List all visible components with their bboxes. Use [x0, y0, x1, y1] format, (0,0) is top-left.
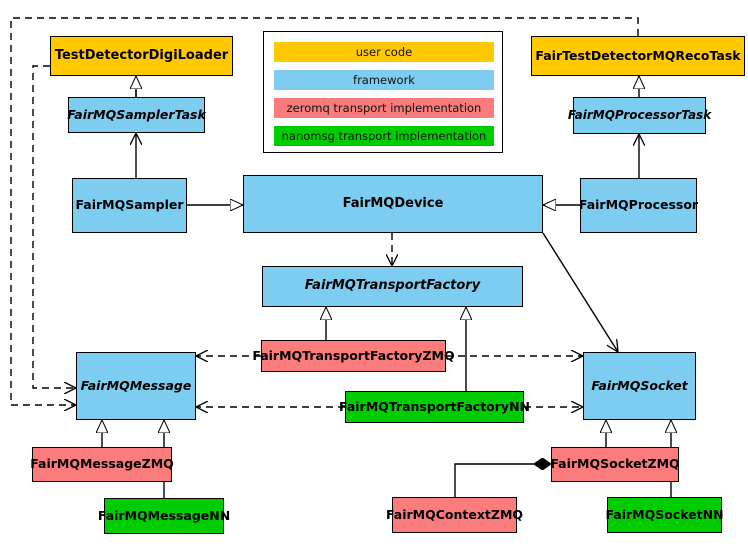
class-box-fairmqsocket[interactable]: FairMQSocket — [583, 352, 696, 420]
class-label-fairmqprocessor: FairMQProcessor — [578, 197, 699, 213]
legend-item-framework: framework — [274, 70, 494, 90]
class-box-fairmqtransportfactory[interactable]: FairMQTransportFactory — [262, 266, 523, 307]
class-box-fairmqsocketzmq[interactable]: FairMQSocketZMQ — [550, 447, 680, 482]
edge-digiloader-to-message — [32, 65, 76, 388]
class-box-fairmqcontextzmq[interactable]: FairMQContextZMQ — [386, 497, 523, 533]
class-label-fairmqsocketzmq: FairMQSocketZMQ — [550, 456, 680, 472]
class-box-fairmqdevice[interactable]: FairMQDevice — [243, 175, 543, 233]
class-label-testdetectordigiloader: TestDetectorDigiLoader — [54, 47, 229, 63]
legend-label-zeromq: zeromq transport implementation — [286, 101, 482, 115]
class-label-fairmqdevice: FairMQDevice — [342, 195, 444, 211]
edge-recotask-to-message — [10, 17, 639, 405]
class-box-fairtestdetectormqrecotask[interactable]: FairTestDetectorMQRecoTask — [531, 36, 745, 76]
legend-label-nanomsg: nanomsg transport implementation — [281, 129, 487, 143]
class-box-fairmqtransportfactoryzmq[interactable]: FairMQTransportFactoryZMQ — [252, 340, 455, 372]
class-label-fairmqprocessortask: FairMQProcessorTask — [567, 107, 712, 122]
class-label-fairmqsamplertask: FairMQSamplerTask — [67, 106, 206, 122]
edge-device-to-socket — [542, 232, 618, 352]
class-label-fairmqcontextzmq: FairMQContextZMQ — [385, 506, 524, 522]
edge-contextzmq-to-socketzmq — [454, 464, 551, 497]
legend-item-zeromq: zeromq transport implementation — [274, 98, 494, 118]
class-label-fairmqmessagezmq: FairMQMessageZMQ — [30, 456, 174, 472]
class-label-fairmqmessage: FairMQMessage — [80, 377, 192, 393]
legend-item-user-code: user code — [274, 42, 494, 62]
class-box-fairmqmessagenn[interactable]: FairMQMessageNN — [98, 498, 230, 534]
legend-panel: user code framework zeromq transport imp… — [263, 31, 503, 153]
class-box-fairmqprocessortask[interactable]: FairMQProcessorTask — [568, 97, 711, 134]
class-box-fairmqsampler[interactable]: FairMQSampler — [72, 178, 187, 233]
legend-item-nanomsg: nanomsg transport implementation — [274, 126, 494, 146]
class-box-fairmqmessage[interactable]: FairMQMessage — [76, 352, 196, 420]
class-box-fairmqmessagezmq[interactable]: FairMQMessageZMQ — [30, 447, 174, 482]
class-label-fairmqmessagenn: FairMQMessageNN — [97, 507, 231, 523]
legend-label-framework: framework — [353, 73, 415, 87]
class-box-fairmqtransportfactorynn[interactable]: FairMQTransportFactoryNN — [339, 391, 530, 423]
class-box-fairmqsocketnn[interactable]: FairMQSocketNN — [605, 497, 724, 533]
class-label-fairmqtransportfactorynn: FairMQTransportFactoryNN — [339, 398, 530, 414]
class-label-fairmqsocket: FairMQSocket — [591, 377, 688, 393]
class-label-fairmqtransportfactory: FairMQTransportFactory — [304, 278, 481, 294]
class-label-fairmqsocketnn: FairMQSocketNN — [605, 506, 724, 522]
class-label-fairmqsampler: FairMQSampler — [75, 197, 184, 213]
class-box-testdetectordigiloader[interactable]: TestDetectorDigiLoader — [50, 36, 233, 76]
class-label-fairmqtransportfactoryzmq: FairMQTransportFactoryZMQ — [252, 347, 455, 363]
class-box-fairmqsamplertask[interactable]: FairMQSamplerTask — [67, 97, 206, 133]
class-label-fairtestdetectormqrecotask: FairTestDetectorMQRecoTask — [535, 47, 741, 63]
class-box-fairmqprocessor[interactable]: FairMQProcessor — [579, 178, 698, 233]
legend-label-user-code: user code — [355, 45, 413, 59]
